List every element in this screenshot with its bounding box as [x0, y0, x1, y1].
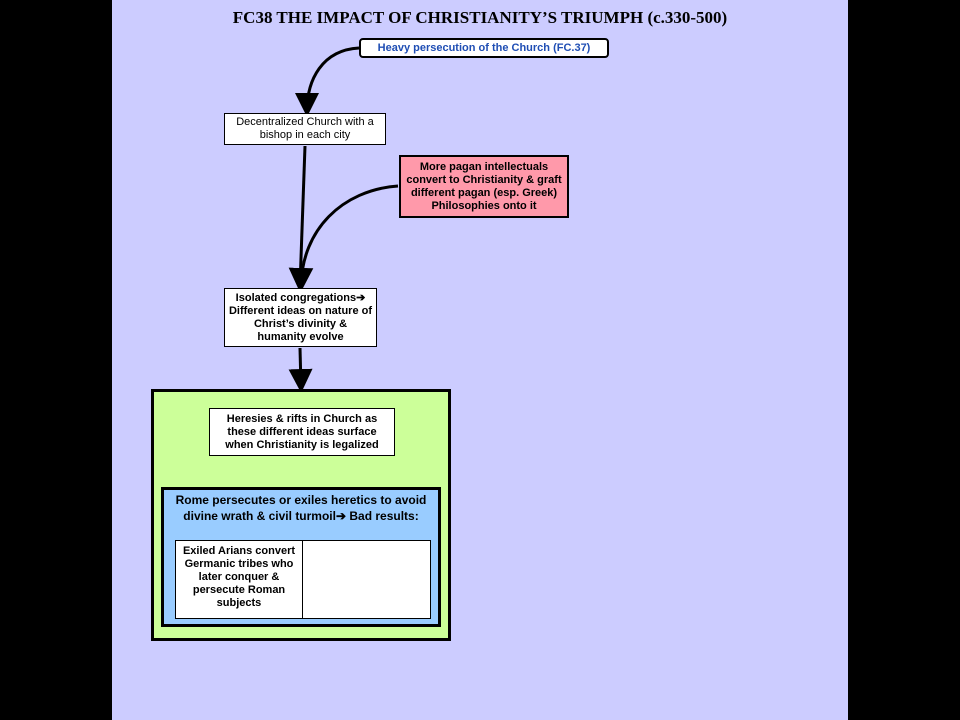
node-rome-persecutes: Rome persecutes or exiles heretics to av… — [175, 493, 427, 523]
connector-arrows — [288, 46, 399, 491]
slide: FC38 THE IMPACT OF CHRISTIANITY’S TRIUMP… — [112, 0, 848, 720]
arrow-pagan-to-isolated — [289, 184, 399, 292]
node-pagan-intellectuals: More pagan intellectuals convert to Chri… — [399, 155, 569, 218]
node-decentralized-church: Decentralized Church with a bishop in ea… — [224, 113, 386, 145]
result-empty — [303, 541, 430, 618]
results-row: Exiled Arians convert Germanic tribes wh… — [175, 540, 431, 619]
arrow-isolated-to-heresy-panel — [288, 347, 313, 393]
node-heavy-persecution: Heavy persecution of the Church (FC.37) — [359, 38, 609, 58]
result-arians: Exiled Arians convert Germanic tribes wh… — [176, 541, 303, 618]
node-isolated-congregations: Isolated congregations➔ Different ideas … — [224, 288, 377, 347]
arrow-decentralized-to-isolated — [288, 145, 313, 292]
page-title: FC38 THE IMPACT OF CHRISTIANITY’S TRIUMP… — [232, 8, 728, 27]
node-heresies: Heresies & rifts in Church as these diff… — [209, 408, 395, 456]
arrow-top-to-decentralized — [295, 46, 360, 117]
